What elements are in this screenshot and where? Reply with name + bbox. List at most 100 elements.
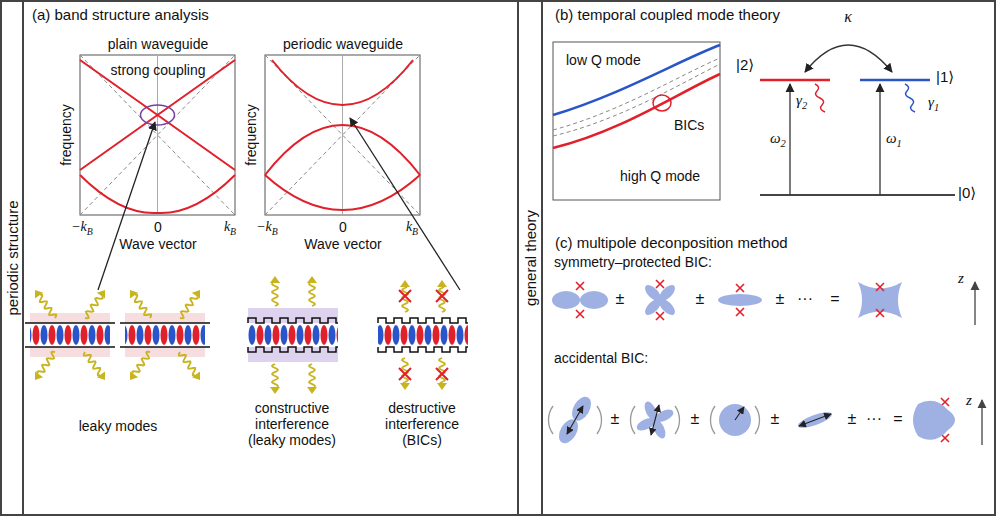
- illustration-g: [555, 393, 595, 446]
- illustration-polyline: [272, 364, 278, 387]
- subscript: 2: [781, 138, 786, 149]
- illustration-path: [437, 280, 447, 287]
- illustration-g: [642, 282, 677, 317]
- illustration-line: [974, 282, 975, 325]
- illustration-path: [25, 323, 115, 347]
- illustration-path: [130, 290, 138, 299]
- figure-label: γ1: [928, 94, 939, 114]
- illustration-rect: [248, 323, 338, 347]
- illustration-path: [630, 406, 679, 434]
- illustration-path: [553, 64, 720, 136]
- figure-label: 0: [154, 219, 162, 235]
- figure-label: BICs: [672, 117, 706, 133]
- illustration-circle: [719, 404, 751, 436]
- energy-levels: [760, 45, 955, 195]
- rotation-arc: [548, 406, 759, 434]
- illustration-polyline: [180, 297, 198, 319]
- illustration-path: [272, 60, 413, 105]
- illustration-rect: [80, 55, 235, 215]
- illustration-path: [248, 318, 338, 352]
- illustration-path: [805, 45, 892, 72]
- illustration-ellipse: [796, 409, 833, 431]
- illustration-path: [130, 371, 138, 380]
- figure-label: ±: [691, 410, 700, 428]
- figure-label: low Q mode: [566, 52, 641, 68]
- illustration-rect: [125, 313, 205, 357]
- illustration-path: [97, 290, 105, 299]
- illustration-path: [736, 284, 744, 316]
- illustration-path: [35, 290, 43, 299]
- figure-label: ω2: [770, 130, 786, 150]
- illustration-polyline: [84, 352, 100, 375]
- figure-label: frequency: [58, 104, 74, 165]
- illustration-path: [437, 383, 447, 390]
- illustration-line: [799, 414, 831, 426]
- figure-label: z: [966, 392, 972, 409]
- illustration-rect: [553, 42, 720, 200]
- illustration-line: [789, 84, 790, 195]
- illustration-path: [876, 283, 884, 317]
- figure-label: κ: [844, 8, 852, 26]
- illustration-path: [378, 318, 468, 352]
- figure-label: plain waveguide: [108, 36, 208, 52]
- illustration-line: [760, 194, 955, 196]
- panel-heading: (c) multipole deconposition method: [555, 234, 788, 251]
- illustration-polyline: [309, 364, 315, 387]
- illustration-path: [656, 280, 664, 320]
- illustration-path: [80, 60, 235, 170]
- figure-label: constructive interference (leaky modes): [236, 400, 348, 448]
- figure-label: accidental BIC:: [554, 350, 648, 366]
- figure-label: |1⟩: [936, 68, 954, 85]
- illustration-line: [735, 407, 744, 420]
- illustration-polyline: [132, 352, 150, 374]
- figure-label: γ2: [796, 92, 807, 112]
- section-title: general theory: [522, 210, 539, 306]
- illustration-path: [548, 406, 601, 434]
- illustration-rect: [378, 323, 468, 347]
- illustration-path: [265, 175, 420, 210]
- figure-label: Wave vector: [119, 236, 196, 252]
- illustration-path: [436, 368, 448, 380]
- figure-label: frequency: [243, 104, 259, 165]
- illustration-path: [270, 276, 280, 283]
- illustration-path: [858, 282, 902, 318]
- illustration-path: [905, 84, 915, 112]
- figure-label: leaky modes: [79, 418, 158, 434]
- figure-label: −kB: [256, 219, 278, 237]
- illustration-path: [400, 383, 410, 390]
- illustration-path: [35, 371, 43, 380]
- figure-label: ±: [611, 410, 620, 428]
- illustration-line: [342, 55, 343, 215]
- figure-label: kB: [406, 219, 418, 237]
- illustration-path: [192, 290, 200, 299]
- illustration-path: [120, 323, 210, 347]
- subscript: 2: [802, 100, 807, 111]
- figure-label: periodic waveguide: [283, 36, 403, 52]
- illustration-rect: [30, 313, 110, 357]
- figure-label: ±: [616, 290, 625, 308]
- illustration-path: [97, 371, 105, 380]
- figure-label: Wave vector: [304, 236, 381, 252]
- figure-label: high Q mode: [620, 168, 700, 184]
- waveguide: [25, 308, 468, 362]
- illustration-path: [399, 290, 411, 302]
- figure-label: ±: [771, 410, 780, 428]
- figure-label: =: [830, 290, 839, 308]
- subscript: B: [412, 226, 418, 237]
- illustration-ellipse: [718, 294, 762, 306]
- figure-label: destructive interference (BICs): [370, 400, 474, 448]
- figure-label: ±: [776, 290, 785, 308]
- illustration-rect: [125, 323, 205, 347]
- illustration-polyline: [309, 283, 315, 306]
- figure-label: z: [958, 270, 964, 287]
- illustration-path: [710, 406, 759, 434]
- figure-label: kB: [224, 219, 236, 237]
- illustration-polyline: [85, 297, 103, 319]
- illustration-g: [796, 409, 833, 431]
- subscript: B: [230, 226, 236, 237]
- illustration-line: [157, 55, 158, 215]
- illustration-path: [436, 290, 448, 302]
- panel-heading: (a) band structure analysis: [32, 6, 209, 23]
- illustration-g: [632, 397, 677, 442]
- illustration-path: [913, 401, 955, 440]
